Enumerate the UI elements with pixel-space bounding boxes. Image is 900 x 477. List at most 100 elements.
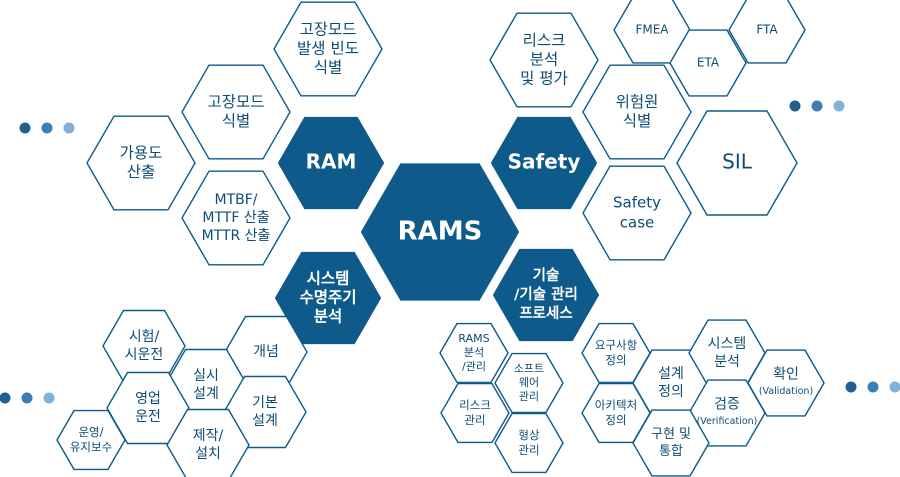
- dots-bottom-right: [845, 381, 900, 393]
- hex-risk-analysis-label: 리스크: [523, 32, 566, 50]
- dot: [789, 100, 801, 112]
- hex-implementation-integration-label: 구현 및: [651, 427, 691, 442]
- hex-ram: RAM: [276, 115, 386, 211]
- hex-design-definition-label: 정의: [658, 384, 684, 400]
- hex-eta-shape: [669, 29, 747, 97]
- hex-risk-management-shape: [440, 382, 510, 444]
- hex-process-label: 프로세스: [519, 305, 572, 322]
- hex-validation-shape: [747, 349, 825, 417]
- hex-test-commissioning-label: 시험/: [129, 329, 160, 345]
- hex-eta: ETA: [669, 29, 747, 97]
- hex-concept-label: 개념: [253, 344, 279, 360]
- hex-fta-label: FTA: [756, 23, 778, 37]
- hex-test-commissioning-label: 시운전: [125, 347, 164, 363]
- hex-test-commissioning: 시험/시운전: [102, 309, 186, 383]
- hex-detailed-design-label: 실시: [193, 368, 219, 384]
- hex-lifecycle-label: 수명주기: [299, 289, 356, 307]
- hex-safety-case-shape: [582, 165, 692, 261]
- hex-validation-label: 확인: [773, 367, 799, 383]
- hex-commercial-operation-label: 운전: [135, 409, 161, 425]
- hex-operation-maintenance-label: 운영/: [78, 425, 103, 439]
- dot: [845, 381, 857, 393]
- hex-mtbf-label: MTTR 산출: [202, 228, 271, 244]
- hex-verification-label: (Verification): [697, 416, 758, 427]
- hex-safety-case-label: case: [620, 214, 654, 232]
- hex-lifecycle-shape: [273, 250, 383, 346]
- hex-risk-management-label: 관리: [464, 413, 485, 427]
- hex-safety-label: Safety: [508, 150, 581, 174]
- hex-requirements-definition-label: 요구사항: [595, 338, 638, 352]
- dot: [63, 122, 75, 134]
- dots-top-left: [19, 122, 75, 134]
- hex-risk-analysis-label: 분석: [530, 51, 559, 69]
- hex-process-shape: [491, 247, 601, 343]
- hex-implementation-integration: 구현 및통합: [632, 409, 710, 477]
- hex-failure-mode-frequency-label: 고장모드: [299, 21, 356, 39]
- hex-sil: SIL: [676, 110, 798, 216]
- hex-rams-analysis-label: 분석: [464, 346, 484, 359]
- hex-failure-mode-frequency-label: 발생 빈도: [297, 40, 359, 58]
- hex-design-definition-label: 설계: [658, 366, 684, 382]
- hex-sil-shape: [676, 110, 798, 216]
- hex-safety: Safety: [489, 115, 599, 211]
- hex-mtbf-label: MTBF/: [214, 192, 257, 208]
- hex-rams-analysis-label: /관리: [462, 360, 486, 373]
- hex-verification-label: 검증: [714, 397, 740, 413]
- dot: [43, 392, 55, 404]
- dot: [833, 100, 845, 112]
- hex-failure-mode-id-label: 식별: [222, 112, 251, 130]
- hex-risk-analysis-label: 및 평가: [520, 70, 568, 88]
- hex-commercial-operation-label: 영업: [135, 391, 161, 407]
- hex-risk-management-label: 리스크: [459, 398, 491, 412]
- hex-validation: 확인 (Validation): [747, 349, 825, 417]
- dot: [811, 100, 823, 112]
- hex-fta: FTA: [728, 0, 806, 64]
- hex-availability-shape: [86, 115, 196, 211]
- hex-failure-mode-frequency-label: 식별: [314, 59, 343, 77]
- hex-safety-shape: [489, 115, 599, 211]
- hex-fmea-label: FMEA: [635, 23, 669, 37]
- hex-software-management-shape: [494, 352, 564, 414]
- hex-implementation-integration-label: 통합: [659, 444, 683, 459]
- hex-system-analysis-label: 시스템: [708, 336, 747, 352]
- hex-availability-label: 산출: [127, 163, 156, 181]
- hex-rams: RAMS: [359, 161, 521, 302]
- hex-manufacturing-installation: 제작/설치: [166, 408, 250, 477]
- hex-safety-case-label: Safety: [613, 194, 661, 212]
- hex-basic-design-label: 기본: [252, 395, 278, 411]
- hex-architecture-definition-label: 정의: [605, 413, 626, 427]
- hex-basic-design-label: 설계: [252, 413, 278, 429]
- hex-manufacturing-installation-label: 제작/: [193, 428, 224, 444]
- hex-rams-label: RAMS: [398, 217, 483, 247]
- hex-hazard-id-shape: [582, 64, 692, 160]
- hex-validation-label: (Validation): [759, 386, 813, 397]
- hex-availability-label: 가용도: [120, 144, 163, 162]
- hex-ram-shape: [276, 115, 386, 211]
- hex-implementation-integration-shape: [632, 409, 710, 477]
- hex-operation-maintenance: 운영/유지보수: [56, 409, 126, 471]
- hex-fta-shape: [728, 0, 806, 64]
- hex-architecture-definition-label: 아키텍처: [595, 398, 637, 412]
- hex-safety-case: Safety case: [582, 165, 692, 261]
- hex-configuration-management-label: 형상: [518, 428, 540, 442]
- hex-lifecycle-label: 분석: [314, 308, 343, 326]
- hex-operation-maintenance-shape: [56, 409, 126, 471]
- dot: [21, 392, 33, 404]
- hex-ram-label: RAM: [306, 150, 357, 174]
- hex-risk-analysis-shape: [489, 12, 599, 108]
- dot: [19, 122, 31, 134]
- hex-lifecycle-label: 시스템: [307, 269, 350, 288]
